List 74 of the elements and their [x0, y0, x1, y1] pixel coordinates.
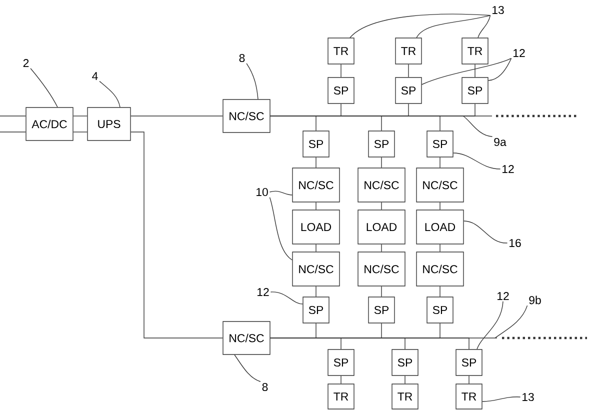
labeled-box: SP [368, 130, 395, 158]
labeled-box: TR [456, 384, 482, 410]
labeled-box: SP [368, 296, 395, 324]
labeled-box: TR [395, 38, 422, 64]
connection-line [468, 376, 470, 384]
labeled-box: SP [328, 77, 354, 104]
labeled-box: SP [302, 130, 330, 158]
labeled-box: NC/SC [292, 252, 340, 286]
labeled-box: NC/SC [222, 99, 270, 133]
labeled-box: TR [462, 38, 488, 64]
leader-line [488, 58, 512, 81]
leader-line [99, 80, 120, 108]
leader-line [453, 152, 501, 170]
leader-line [482, 396, 521, 402]
leader-line [422, 58, 512, 85]
connection-line [381, 202, 382, 210]
callout-number: 8 [239, 54, 245, 62]
callout-number: 12 [498, 292, 509, 300]
leader-line [494, 305, 528, 338]
callout-number: 8 [262, 382, 268, 392]
labeled-box: SP [462, 77, 488, 104]
labeled-box: SP [426, 296, 454, 324]
leader-line [269, 197, 292, 260]
connection-line [381, 244, 382, 252]
leader-line [350, 14, 491, 38]
leader-line [30, 68, 58, 108]
connection-line [340, 376, 342, 384]
connection-line [474, 64, 476, 78]
leader-line [476, 301, 504, 350]
callout-number: 13 [492, 6, 504, 14]
callout-number: 4 [92, 72, 98, 80]
callout-number: 13 [522, 392, 534, 402]
labeled-box: NC/SC [222, 321, 270, 355]
callout-number: 10 [256, 188, 268, 196]
leader-line [270, 292, 303, 304]
labeled-box: SP [302, 296, 330, 324]
labeled-box: NC/SC [358, 252, 406, 286]
labeled-box: AC/DC [26, 107, 74, 141]
connection-line [381, 286, 382, 297]
labeled-box: NC/SC [416, 252, 464, 286]
connection-line [408, 64, 409, 78]
labeled-box: LOAD [416, 210, 464, 244]
labeled-box: SP [395, 77, 422, 104]
callout-number: 9a [494, 138, 506, 146]
connection-line [340, 64, 342, 78]
labeled-box: NC/SC [358, 168, 406, 202]
connection-line [381, 157, 382, 168]
labeled-box: NC/SC [416, 168, 464, 202]
callout-number: 12 [514, 49, 525, 57]
callout-number: 9b [529, 296, 541, 304]
leader-line [234, 354, 261, 382]
labeled-box: TR [392, 384, 418, 410]
labeled-box: TR [328, 38, 354, 64]
callout-number: 2 [23, 59, 29, 67]
labeled-box: UPS [87, 107, 131, 141]
connection-line [404, 376, 406, 384]
leader-line [246, 63, 258, 100]
leader-line [478, 15, 491, 38]
labeled-box: SP [426, 130, 454, 158]
leader-line [269, 190, 292, 196]
labeled-box: SP [456, 349, 482, 376]
leader-line [416, 15, 491, 38]
labeled-box: LOAD [292, 210, 340, 244]
callout-number: 16 [510, 238, 521, 248]
leader-line [464, 220, 508, 244]
connection-line [130, 132, 223, 338]
labeled-box: TR [328, 384, 354, 410]
labeled-box: NC/SC [292, 168, 340, 202]
callout-number: 12 [502, 165, 514, 173]
labeled-box: LOAD [358, 210, 406, 244]
leader-line [462, 116, 493, 137]
labeled-box: SP [328, 349, 354, 376]
labeled-box: SP [392, 349, 418, 376]
callout-number: 12 [258, 288, 269, 296]
